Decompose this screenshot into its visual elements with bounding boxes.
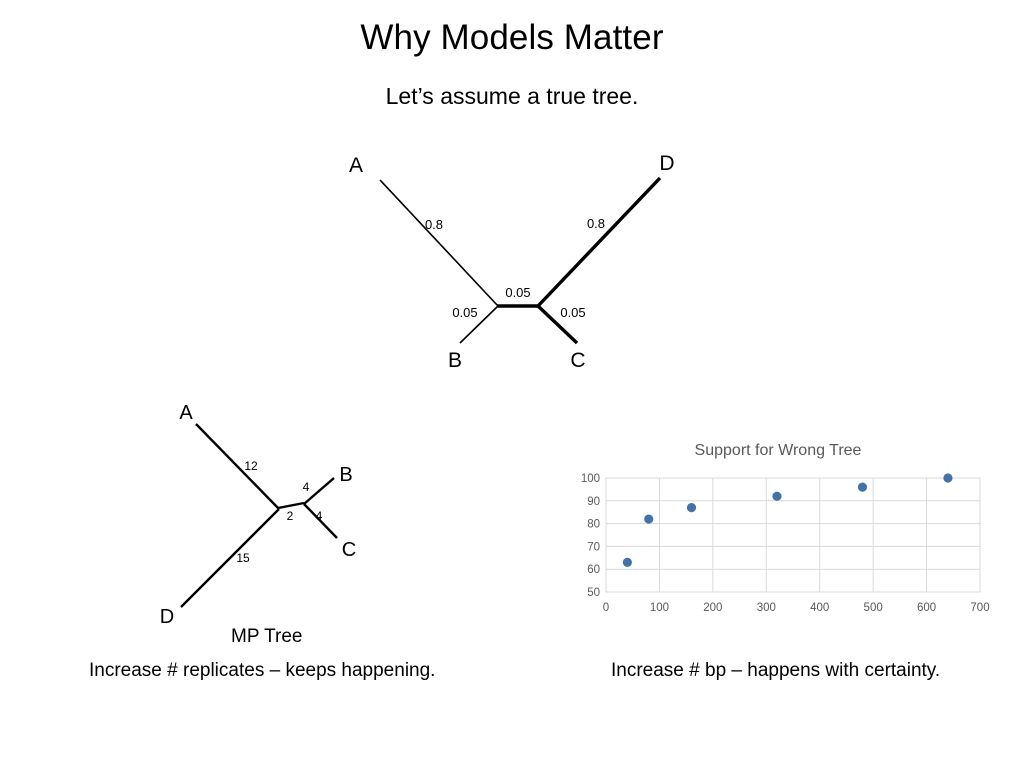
mp-tree-length-c: 4	[316, 509, 323, 523]
data-point	[857, 482, 868, 492]
mp-tree-length-d: 15	[236, 551, 250, 565]
x-tick-label: 700	[970, 602, 989, 614]
slide-subtitle: Let’s assume a true tree.	[385, 83, 639, 109]
data-point	[686, 503, 697, 513]
true-tree-label-d: D	[659, 152, 674, 175]
mp-tree-length-a: 12	[244, 459, 258, 473]
true-tree-branch-c	[536, 304, 579, 345]
true-tree-label-a: A	[349, 154, 363, 177]
mp-tree-label-b: B	[339, 464, 352, 486]
page-title: Why Models Matter	[360, 18, 664, 57]
x-tick-label: 100	[650, 602, 669, 614]
mp-tree-branch-c	[303, 503, 338, 539]
mp-tree-label-c: C	[342, 539, 356, 561]
chart-data-points	[622, 473, 953, 567]
true-tree-length-b: 0.05	[452, 305, 477, 320]
x-tick-label: 300	[757, 602, 776, 614]
y-tick-label: 50	[587, 587, 600, 599]
true-tree-length-internal: 0.05	[505, 285, 530, 300]
true-tree-label-c: C	[570, 349, 585, 372]
true-tree-length-c: 0.05	[560, 305, 585, 320]
left-caption: Increase # replicates – keeps happening.	[89, 660, 436, 681]
x-tick-label: 600	[917, 602, 936, 614]
y-tick-label: 70	[587, 541, 600, 553]
y-tick-label: 80	[587, 519, 600, 531]
mp-tree-label-a: A	[179, 402, 193, 424]
true-tree-branch-d	[536, 176, 662, 308]
mp-tree-internal-branch	[277, 501, 305, 510]
true-tree-branch-a	[379, 179, 499, 307]
true-tree-length-d: 0.8	[587, 216, 605, 231]
data-point	[772, 491, 782, 501]
chart-y-tick-labels: 50 60 70 80 90 100	[581, 473, 600, 599]
y-tick-label: 90	[587, 496, 600, 508]
x-tick-label: 0	[603, 602, 609, 614]
mp-tree-caption: MP Tree	[231, 626, 303, 647]
data-point	[943, 473, 953, 483]
chart-svg: 0 100 200 300 400 500 600 700 50 60 70 80 90 100	[581, 473, 990, 614]
mp-tree-branch-b	[303, 477, 335, 505]
chart-x-tick-labels: 0 100 200 300 400 500 600 700	[603, 602, 990, 614]
chart-gridlines	[605, 477, 981, 593]
support-chart: Support for Wrong Tree 0 100 200 300 400 500 6…	[566, 438, 990, 618]
x-tick-label: 500	[864, 602, 883, 614]
mp-tree-label-d: D	[160, 606, 174, 628]
right-caption: Increase # bp – happens with certainty.	[611, 660, 941, 681]
mp-tree-length-internal: 2	[287, 509, 294, 523]
data-point	[644, 514, 654, 524]
mp-tree-branch-a	[195, 423, 280, 510]
y-tick-label: 60	[587, 564, 600, 576]
chart-title: Support for Wrong Tree	[694, 442, 862, 459]
true-tree-branch-b	[459, 305, 499, 344]
x-tick-label: 200	[703, 602, 722, 614]
mp-tree-diagram: A B C D 12 15 2 4 4	[160, 402, 356, 628]
true-tree-length-a: 0.8	[425, 217, 443, 232]
data-point	[622, 557, 632, 567]
mp-tree-branch-d	[180, 508, 280, 608]
plot-border	[605, 477, 981, 593]
true-tree-label-b: B	[448, 349, 462, 372]
mp-tree-length-b: 4	[303, 480, 310, 494]
y-tick-label: 100	[581, 473, 600, 485]
chart-plot-area: 0 100 200 300 400 500 600 700 50 60 70 80 90 100	[566, 473, 990, 618]
true-tree-diagram: A B C D 0.8 0.8 0.05 0.05 0.05	[349, 152, 675, 372]
x-tick-label: 400	[810, 602, 829, 614]
